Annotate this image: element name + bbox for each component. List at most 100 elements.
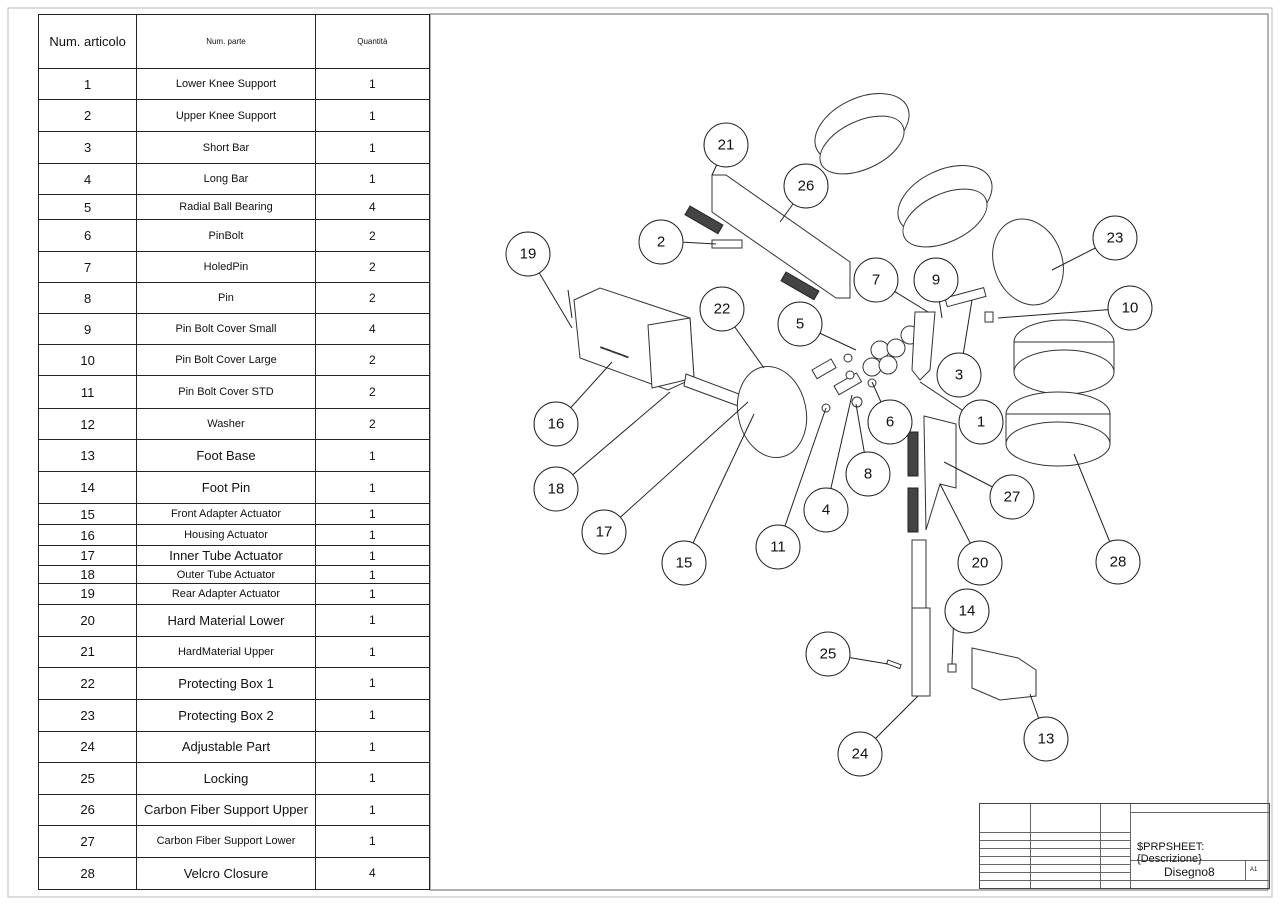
item-number-cell: 21 xyxy=(37,635,138,668)
quantity-cell: 1 xyxy=(314,67,431,101)
item-number-cell: 4 xyxy=(37,163,138,196)
quantity-cell: 2 xyxy=(314,344,431,377)
balloon-label: 7 xyxy=(872,272,880,289)
balloon-label: 10 xyxy=(1122,300,1139,317)
part-name-cell: HoledPin xyxy=(136,251,316,284)
balloon-21: 21 xyxy=(703,122,749,168)
item-number-cell: 20 xyxy=(37,603,138,637)
item-number-cell: 13 xyxy=(37,439,138,473)
balloon-label: 20 xyxy=(972,555,989,572)
balloon-9: 9 xyxy=(913,257,959,303)
item-number-cell: 9 xyxy=(37,313,138,346)
part-name-cell: HardMaterial Upper xyxy=(136,635,316,668)
protecting-box-1 xyxy=(736,365,808,459)
velcro-band-upper-2 xyxy=(897,165,993,248)
title-block-drawing-name: Disegno8 xyxy=(1164,865,1215,879)
foot-base xyxy=(947,647,1037,701)
balloon-label: 14 xyxy=(959,603,976,620)
balloon-label: 27 xyxy=(1004,489,1021,506)
adjustable-part xyxy=(885,539,931,697)
balloon-label: 2 xyxy=(657,234,665,251)
balloon-22: 22 xyxy=(699,286,745,332)
balloon-13: 13 xyxy=(1023,716,1069,762)
balloon-label: 18 xyxy=(548,481,565,498)
carbon-fiber-lower xyxy=(907,415,957,533)
item-number-cell: 26 xyxy=(37,793,138,826)
balloon-16: 16 xyxy=(533,401,579,447)
part-name-cell: Foot Pin xyxy=(136,471,316,505)
pins-and-bars xyxy=(711,239,994,413)
item-number-cell: 10 xyxy=(37,344,138,377)
title-block: $PRPSHEET:{Descrizione} Disegno8 A1 xyxy=(979,803,1270,889)
item-number-cell: 22 xyxy=(37,666,138,700)
balloon-label: 1 xyxy=(977,414,985,431)
balloon-27: 27 xyxy=(989,474,1035,520)
balloon-3: 3 xyxy=(936,352,982,398)
item-number-cell: 23 xyxy=(37,698,138,732)
balloon-26: 26 xyxy=(783,163,829,209)
balloon-label: 17 xyxy=(596,524,613,541)
part-name-cell: Lower Knee Support xyxy=(136,67,316,101)
balloon-label: 26 xyxy=(798,178,815,195)
balloon-label: 3 xyxy=(955,367,963,384)
part-name-cell: Long Bar xyxy=(136,163,316,196)
actuator-housing: ▬▬▬▬▬ xyxy=(567,287,695,391)
balloon-1: 1 xyxy=(958,399,1004,445)
part-number-header: Num. parte xyxy=(136,14,316,69)
balloon-label: 5 xyxy=(796,316,804,333)
quantity-cell: 1 xyxy=(314,666,431,700)
title-block-description: $PRPSHEET:{Descrizione} xyxy=(1137,841,1205,865)
balloon-15: 15 xyxy=(661,540,707,586)
balloon-7: 7 xyxy=(853,257,899,303)
balloon-5: 5 xyxy=(777,301,823,347)
balloon-19: 19 xyxy=(505,231,551,277)
balloon-14: 14 xyxy=(944,588,990,634)
item-number-header: Num. articolo xyxy=(37,14,138,69)
bom-header-row: Num. articolo Num. parte Quantità xyxy=(37,14,431,69)
balloon-label: 15 xyxy=(676,555,693,572)
balloon-label: 19 xyxy=(520,246,537,263)
part-name-cell: Adjustable Part xyxy=(136,730,316,763)
item-number-cell: 14 xyxy=(37,471,138,505)
item-number-cell: 8 xyxy=(37,282,138,315)
balloon-6: 6 xyxy=(867,399,913,445)
quantity-cell: 4 xyxy=(314,313,431,346)
part-name-cell: Velcro Closure xyxy=(136,856,316,891)
quantity-cell: 1 xyxy=(314,793,431,826)
part-name-cell: Carbon Fiber Support Upper xyxy=(136,793,316,826)
part-name-cell: Radial Ball Bearing xyxy=(136,194,316,221)
balloon-17: 17 xyxy=(581,509,627,555)
balloon-label: 9 xyxy=(932,272,940,289)
part-name-cell: Hard Material Lower xyxy=(136,603,316,637)
balloon-10: 10 xyxy=(1107,285,1153,331)
quantity-cell: 1 xyxy=(314,163,431,196)
title-block-sheet-size: A1 xyxy=(1250,867,1258,873)
part-name-cell: Washer xyxy=(136,408,316,441)
quantity-cell: 4 xyxy=(314,856,431,891)
part-name-cell: Pin Bolt Cover Large xyxy=(136,344,316,377)
balloon-label: 25 xyxy=(820,646,837,663)
velcro-band-upper-1 xyxy=(814,93,910,175)
carbon-fiber-upper xyxy=(684,174,851,301)
balloon-label: 16 xyxy=(548,416,565,433)
item-number-cell: 5 xyxy=(37,194,138,221)
quantity-cell: 1 xyxy=(314,635,431,668)
